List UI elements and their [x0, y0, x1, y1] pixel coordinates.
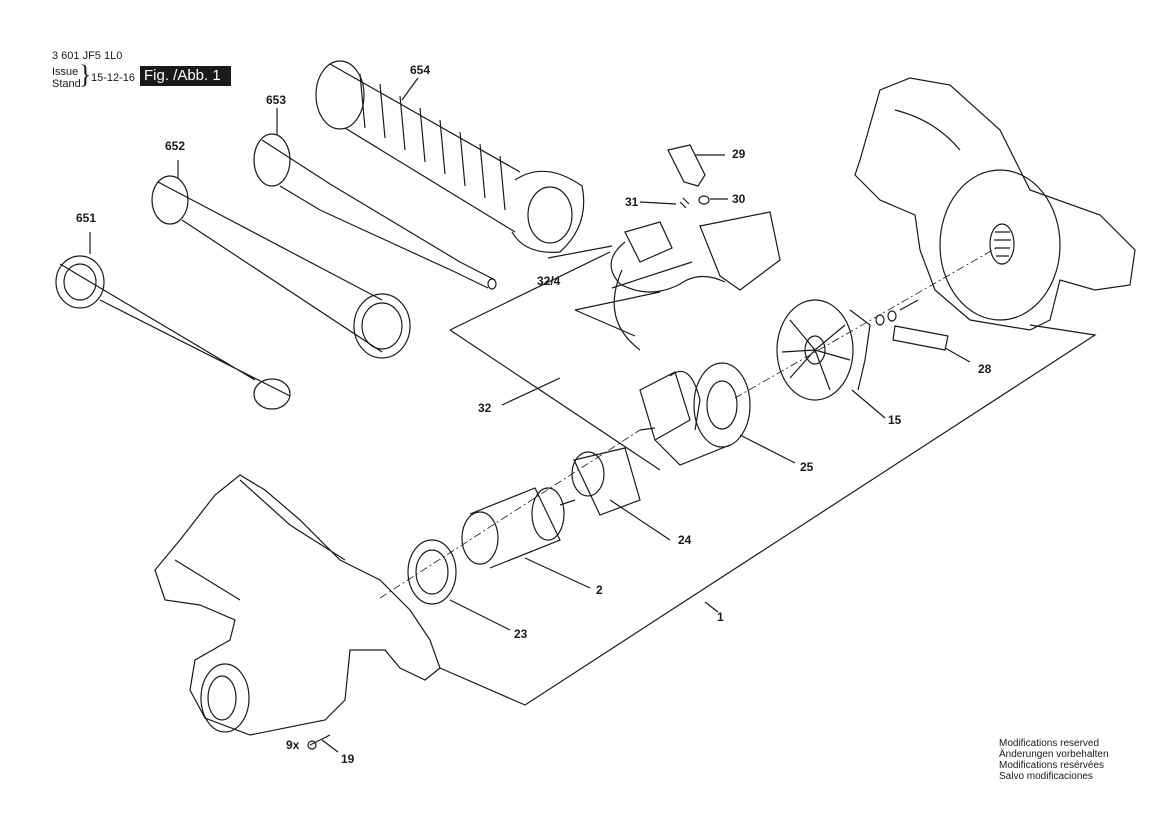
mods-line-de: Änderungen vorbehalten — [999, 749, 1109, 760]
label-652: 652 — [165, 139, 185, 153]
part-28-screw — [875, 299, 971, 363]
part-labels: 654 653 652 651 29 30 31 32/4 32 28 15 2… — [76, 63, 992, 766]
part-code: 3 601 JF5 1L0 — [52, 50, 123, 62]
housing-left-half — [154, 474, 441, 736]
part-652-tube — [151, 160, 411, 359]
label-28: 28 — [978, 362, 992, 376]
label-32-4: 32/4 — [537, 274, 561, 288]
part-15-fan — [776, 299, 886, 419]
label-29: 29 — [732, 147, 746, 161]
label-19: 19 — [341, 752, 355, 766]
issue-stand-labels: Issue Stand — [52, 66, 81, 90]
part-653-adapter — [253, 108, 497, 290]
issue-date: 15-12-16 — [91, 72, 136, 84]
label-24: 24 — [678, 533, 692, 547]
part-23-ring — [407, 539, 511, 631]
part-654-hose — [315, 60, 585, 253]
issue-label: Issue — [52, 66, 79, 78]
mods-line-en: Modifications reserved — [999, 738, 1100, 749]
part-651-nozzle — [55, 232, 291, 410]
part-2-motor — [461, 487, 591, 589]
label-651: 651 — [76, 211, 96, 225]
part-1-frame — [439, 324, 1097, 706]
mods-line-es: Salvo modificaciones — [999, 771, 1093, 782]
label-653: 653 — [266, 93, 286, 107]
label-2: 2 — [596, 583, 603, 597]
label-9x: 9x — [286, 738, 300, 752]
label-30: 30 — [732, 192, 746, 206]
label-25: 25 — [800, 460, 814, 474]
brace-icon: } — [79, 60, 92, 89]
part-19-screw — [307, 734, 339, 753]
part-24-sleeve — [571, 447, 671, 541]
label-32: 32 — [478, 401, 492, 415]
part-switch-module — [610, 211, 781, 351]
mods-line-fr: Modifications resérvées — [999, 760, 1105, 771]
label-654: 654 — [410, 63, 430, 77]
label-1: 1 — [717, 610, 724, 624]
stand-label: Stand — [52, 78, 81, 90]
part-32-frame — [449, 245, 693, 471]
label-15: 15 — [888, 413, 902, 427]
housing-right-half — [854, 77, 1136, 331]
part-25-endcap — [639, 362, 796, 466]
axis-lines — [379, 246, 999, 599]
part-29-switch — [667, 144, 725, 187]
label-31: 31 — [625, 195, 639, 209]
part-30-31-small — [639, 195, 728, 209]
label-23: 23 — [514, 627, 528, 641]
modifications-note: Modifications reserved Änderungen vorbeh… — [999, 738, 1109, 782]
figure-label: Fig. /Abb. 1 — [140, 66, 231, 86]
